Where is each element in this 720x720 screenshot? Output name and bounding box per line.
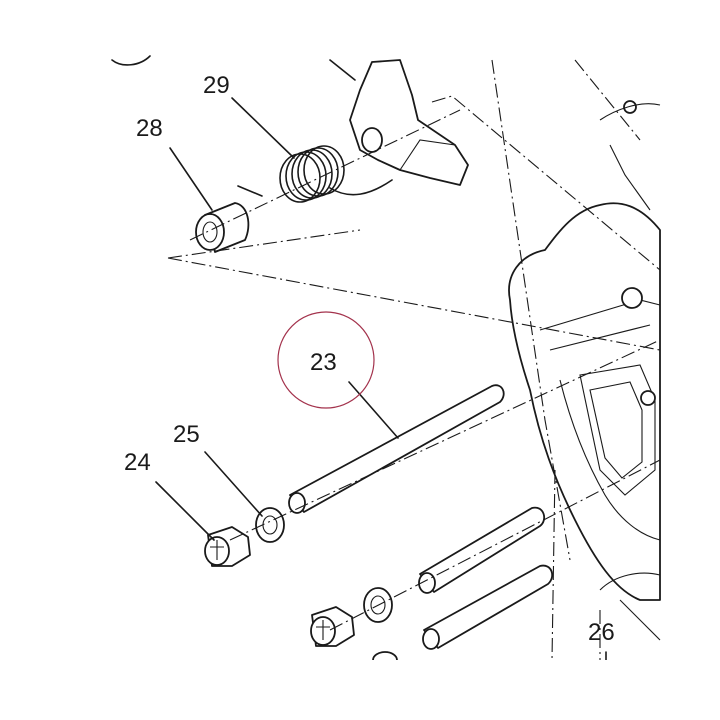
crop-mask-bottom xyxy=(0,660,720,720)
leader-lines xyxy=(155,97,607,663)
callout-24: 24 xyxy=(124,449,151,476)
callout-26: 26 xyxy=(588,619,615,646)
callout-28: 28 xyxy=(136,115,163,142)
crop-mask-right xyxy=(662,0,720,720)
phantom-lines xyxy=(167,59,661,661)
long-pin xyxy=(288,384,505,514)
lever-bracket xyxy=(329,59,469,186)
callout-29: 29 xyxy=(203,72,230,99)
lower-pin-2 xyxy=(422,564,554,650)
frame-casting xyxy=(508,100,661,641)
lower-pin-1 xyxy=(418,506,546,594)
bolt-lower xyxy=(310,606,355,647)
callout-25: 25 xyxy=(173,421,200,448)
highlight-ring-23 xyxy=(277,311,375,409)
callout-23: 23 xyxy=(310,349,337,376)
bolt-upper xyxy=(204,526,251,567)
bushing xyxy=(195,202,250,253)
torsion-spring xyxy=(237,145,393,203)
partial-arc xyxy=(111,55,151,66)
